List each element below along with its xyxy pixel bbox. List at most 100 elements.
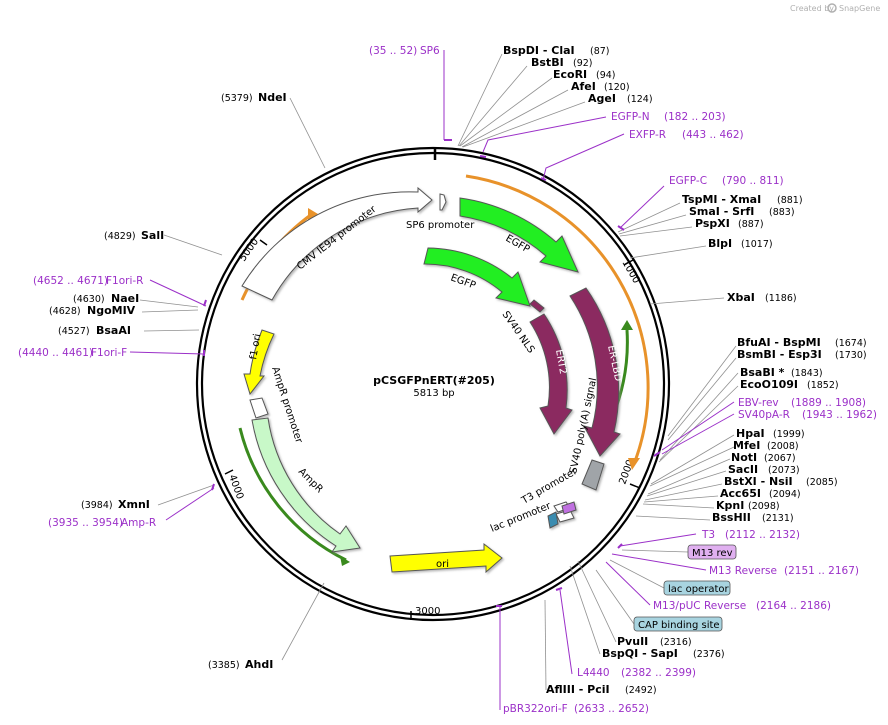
site-name: BlpI	[708, 237, 732, 250]
primer-l4440[interactable]: L4440(2382 .. 2399)	[577, 667, 696, 679]
feature-ert2[interactable]	[529, 313, 573, 435]
site-sacii[interactable]: SacII(2073)	[728, 463, 800, 476]
site-naei[interactable]: (4630)NaeI	[73, 292, 139, 305]
primer-f1ori-r[interactable]: (4652 .. 4671)F1ori-R	[33, 275, 143, 287]
site-pos: (2073)	[768, 465, 800, 476]
site-leader-lines	[139, 53, 739, 691]
site-xbai[interactable]: XbaI(1186)	[727, 291, 797, 304]
site-ecoo109i[interactable]: EcoO109I(1852)	[740, 378, 839, 391]
site-xmni[interactable]: (3984)XmnI	[81, 498, 150, 511]
box-m13-rev[interactable]: M13 rev	[687, 544, 737, 560]
site-name: BsaAI	[96, 324, 131, 337]
site-blpi[interactable]: BlpI(1017)	[708, 237, 773, 250]
primer-exfp-r[interactable]: EXFP-R(443 .. 462)	[629, 129, 744, 141]
site-pos: (4527)	[58, 326, 90, 337]
site-pos: (87)	[590, 46, 610, 57]
site-bsmbi-esp3i[interactable]: BsmBI - Esp3I(1730)	[737, 348, 867, 361]
primer-amp-r[interactable]: (3935 .. 3954)Amp-R	[48, 517, 156, 529]
feature-f1-ori[interactable]	[243, 329, 275, 396]
site-pspxi[interactable]: PspXI(887)	[695, 217, 764, 230]
site-afliii-pcii[interactable]: AflIII - PciI(2492)	[546, 683, 657, 696]
primer-t3[interactable]: T3(2112 .. 2132)	[701, 529, 800, 541]
feature-sp6-promoter[interactable]	[439, 193, 447, 211]
orf-green-arrowhead-left	[340, 556, 350, 566]
primer-f1ori-f[interactable]: (4440 .. 4461)F1ori-F	[18, 347, 127, 359]
feature-sv40-polya[interactable]	[581, 459, 605, 491]
feature-er-lbd[interactable]	[569, 287, 621, 457]
tick-5000-mark	[259, 239, 268, 246]
feature-egfp-outer[interactable]	[459, 197, 579, 273]
sp6-promoter-label: SP6 promoter	[406, 220, 475, 231]
primer-name: L4440	[577, 667, 610, 679]
primer-pbr322ori-f[interactable]: pBR322ori-F(2633 .. 2652)	[503, 703, 649, 715]
site-bsaai[interactable]: (4527) BsaAI	[58, 324, 131, 337]
feature-ampr[interactable]	[251, 417, 361, 553]
site-name: SmaI - SrfI	[689, 205, 754, 218]
primer-range: (790 .. 811)	[722, 175, 784, 187]
primer-egfp-c[interactable]: EGFP-C (790 .. 811)	[669, 175, 784, 187]
site-bsabi[interactable]: BsaBI *(1843)	[740, 366, 823, 379]
site-name: Acc65I	[720, 487, 761, 500]
site-name: BssHII	[712, 511, 751, 524]
site-name: EcoO109I	[740, 378, 798, 391]
site-pos: (2316)	[660, 637, 692, 648]
site-bstxi-nsii[interactable]: BstXI - NsiI(2085)	[724, 475, 838, 488]
site-pos: (4630)	[73, 294, 105, 305]
primer-sp6[interactable]: (35 .. 52)SP6	[369, 45, 440, 57]
primer-ebv-rev[interactable]: EBV-rev(1889 .. 1908)	[738, 397, 866, 409]
primer-egfp-n[interactable]: EGFP-N(182 .. 203)	[611, 111, 726, 123]
site-afei[interactable]: AfeI(120)	[571, 80, 630, 93]
primer-name: M13/pUC Reverse	[653, 600, 746, 612]
site-agei[interactable]: AgeI(124)	[588, 92, 653, 105]
site-name: BsmBI - Esp3I	[737, 348, 822, 361]
site-ahdi[interactable]: (3385)AhdI	[208, 658, 273, 671]
feature-m13-rev-mark[interactable]	[561, 501, 577, 515]
t3-promoter-label: T3 promoter	[519, 466, 580, 507]
site-pvuii[interactable]: PvuII(2316)	[617, 635, 692, 648]
site-bspqi-sapi[interactable]: BspQI - SapI(2376)	[602, 647, 725, 660]
site-acc65i[interactable]: Acc65I(2094)	[720, 487, 801, 500]
site-ecori[interactable]: EcoRI(94)	[553, 68, 616, 81]
primer-name: EGFP-C	[669, 175, 707, 187]
orf-orange-arrowhead-left	[308, 208, 318, 220]
site-noti[interactable]: NotI(2067)	[731, 451, 796, 464]
ampr-promoter-label: AmpR promoter	[269, 366, 304, 446]
site-name: NdeI	[258, 91, 287, 104]
tick-2000-mark	[629, 483, 641, 489]
primer-m13-reverse[interactable]: M13 Reverse(2151 .. 2167)	[709, 565, 859, 577]
feature-sv40-nls[interactable]	[529, 299, 545, 313]
site-ngomiv[interactable]: (4628)NgoMIV	[49, 304, 136, 317]
site-tspmi-xmai[interactable]: TspMI - XmaI(881)	[682, 193, 803, 206]
site-kpni[interactable]: KpnI(2098)	[716, 499, 780, 512]
orf-green-arrowhead-right	[621, 320, 633, 330]
site-name: BfuAI - BspMI	[737, 336, 821, 349]
site-bspdi-clai[interactable]: BspDI - ClaI(87)	[503, 44, 610, 57]
box-cap-binding-site[interactable]: CAP binding site	[633, 616, 723, 632]
site-hpai[interactable]: HpaI(1999)	[736, 427, 805, 440]
box-lac-operator[interactable]: lac operator	[663, 580, 731, 596]
tick-1000: 1000	[619, 258, 641, 286]
feature-ori[interactable]	[389, 542, 503, 574]
primer-sv40pa-r[interactable]: SV40pA-R(1943 .. 1962)	[738, 409, 877, 421]
site-sali[interactable]: (4829)SalI	[104, 229, 164, 242]
site-ndei[interactable]: (5379)NdeI	[221, 91, 287, 104]
site-smai-srfi[interactable]: SmaI - SrfI(883)	[689, 205, 795, 218]
primer-range: (2633 .. 2652)	[574, 703, 649, 715]
primer-range: (2164 .. 2186)	[756, 600, 831, 612]
site-bstbi[interactable]: BstBI(92)	[531, 56, 593, 69]
cap-binding-label: CAP binding site	[638, 620, 720, 631]
site-bsshii[interactable]: BssHII(2131)	[712, 511, 794, 524]
primer-leader-lines	[129, 50, 735, 710]
feature-ampr-promoter[interactable]	[249, 397, 269, 419]
site-name: BstXI - NsiI	[724, 475, 793, 488]
site-mfei[interactable]: MfeI(2008)	[733, 439, 799, 452]
feature-boxes: M13 rev lac operator CAP binding site	[595, 544, 737, 632]
backbone-outer-ring	[195, 146, 671, 622]
feature-cmv-promoter[interactable]	[241, 186, 433, 301]
plasmid-name: pCSGFPnERT(#205)	[373, 374, 495, 387]
site-bfuai-bspmi[interactable]: BfuAI - BspMI(1674)	[737, 336, 867, 349]
primer-m13-puc-reverse[interactable]: M13/pUC Reverse (2164 .. 2186)	[653, 600, 831, 612]
feature-lac-operator-mark[interactable]	[547, 511, 559, 529]
feature-egfp-inner[interactable]	[423, 247, 531, 307]
